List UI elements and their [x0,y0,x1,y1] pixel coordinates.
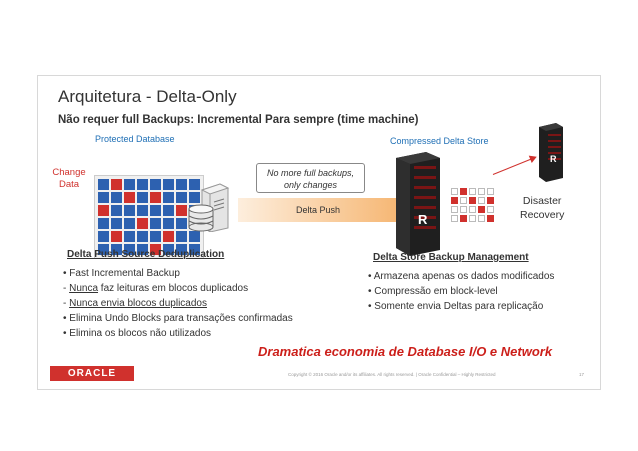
delta-store-list: • Armazena apenas os dados modificados •… [368,269,554,314]
recovery-appliance-rack-icon: R [390,150,446,256]
no-full-backups-callout: No more full backups, only changes [256,163,365,193]
delta-store-heading: Delta Store Backup Management [373,252,529,263]
source-dedup-heading: Delta Push Source Deduplication [67,249,225,260]
sub-prefix: - [63,283,70,294]
list-item: - Nunca envia blocos duplicados [63,296,293,311]
change-label-line-1: Change [52,167,86,178]
delta-push-label: Delta Push [295,205,341,215]
disaster-line-1: Disaster [522,195,562,207]
change-label-line-2: Data [58,179,80,190]
oracle-logo: ORACLE [50,366,134,381]
sub-rest: faz leituras em blocos duplicados [98,283,249,294]
page-number: 17 [579,372,585,377]
list-item: - Nunca faz leituras em blocos duplicado… [63,281,293,296]
protected-database-blocks [94,175,204,259]
list-item: • Fast Incremental Backup [63,268,180,279]
list-item: • Compressão em block-level [368,286,498,297]
sub-underlined: Nunca envia blocos duplicados [69,298,207,309]
replication-arrow [492,158,533,175]
source-dedup-list: • Fast Incremental Backup - Nunca faz le… [63,266,293,341]
protected-database-label: Protected Database [95,134,175,144]
dr-rack-letter: R [550,154,557,164]
headline: Dramatica economia de Database I/O e Net… [258,344,553,359]
disaster-recovery-rack-icon: R [536,122,566,182]
slide-title: Arquitetura - Delta-Only [58,87,237,106]
rack-letter: R [418,212,428,227]
sub-prefix: - [63,298,70,309]
delta-push-arrow [238,198,398,222]
list-item: • Elimina Undo Blocks para transações co… [63,313,293,324]
slide: Arquitetura - Delta-Only Não requer full… [37,75,601,390]
callout-line-1: No more full backups, [266,168,355,178]
callout-line-2: only changes [283,180,338,190]
list-item: • Somente envia Deltas para replicação [368,301,544,312]
list-item: • Elimina os blocos não utilizados [63,328,212,339]
list-item: • Armazena apenas os dados modificados [368,271,555,282]
database-cylinder-icon [188,204,214,232]
change-data-label: Change Data [47,167,91,191]
delta-store-blocks [451,188,494,222]
disaster-recovery-label: Disaster Recovery [520,194,564,222]
disaster-line-2: Recovery [520,209,565,221]
copyright-text: Copyright © 2016 Oracle and/or its affil… [288,372,496,377]
slide-subtitle: Não requer full Backups: Incremental Par… [58,114,419,126]
compressed-delta-store-label: Compressed Delta Store [390,136,489,146]
sub-underlined: Nunca [69,283,99,294]
